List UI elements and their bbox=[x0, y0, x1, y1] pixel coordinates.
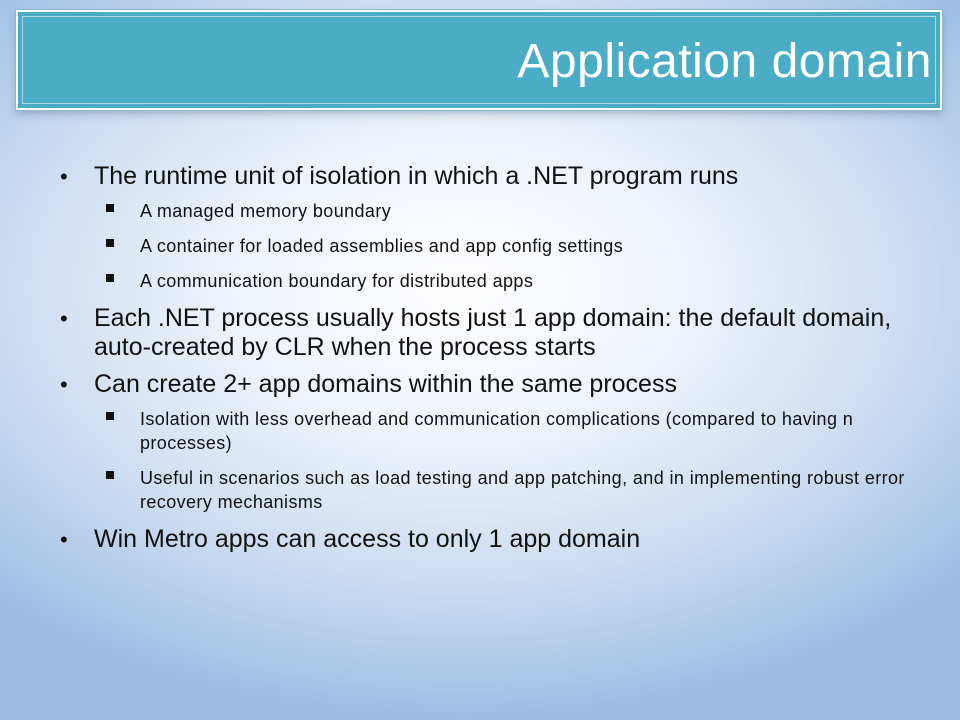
square-bullet-icon bbox=[106, 274, 114, 282]
sub-bullet-text: A communication boundary for distributed… bbox=[140, 271, 534, 291]
bullet-dot-icon: • bbox=[60, 372, 68, 397]
bullet-dot-icon: • bbox=[60, 527, 68, 552]
bullet-text: Win Metro apps can access to only 1 app … bbox=[94, 525, 641, 553]
bullet-item: • Can create 2+ app domains within the s… bbox=[60, 370, 920, 399]
bullet-dot-icon: • bbox=[60, 164, 68, 189]
square-bullet-icon bbox=[106, 471, 114, 479]
bullet-text: Can create 2+ app domains within the sam… bbox=[94, 370, 677, 398]
sub-bullet-item: A communication boundary for distributed… bbox=[60, 269, 920, 293]
bullet-list: • The runtime unit of isolation in which… bbox=[60, 162, 920, 562]
sub-bullet-text: Isolation with less overhead and communi… bbox=[140, 409, 854, 453]
bullet-text: The runtime unit of isolation in which a… bbox=[94, 162, 739, 190]
sub-bullet-item: Isolation with less overhead and communi… bbox=[60, 407, 920, 455]
bullet-text: Each .NET process usually hosts just 1 a… bbox=[94, 304, 892, 361]
bullet-item: • Win Metro apps can access to only 1 ap… bbox=[60, 525, 920, 554]
bullet-item: • The runtime unit of isolation in which… bbox=[60, 162, 920, 191]
square-bullet-icon bbox=[106, 204, 114, 212]
title-bar: Application domain bbox=[15, 9, 943, 111]
sub-bullet-text: Useful in scenarios such as load testing… bbox=[140, 468, 905, 512]
square-bullet-icon bbox=[106, 412, 114, 420]
sub-bullet-item: Useful in scenarios such as load testing… bbox=[60, 466, 920, 514]
sub-bullet-item: A container for loaded assemblies and ap… bbox=[60, 234, 920, 258]
slide-title: Application domain bbox=[517, 35, 932, 88]
sub-bullet-text: A managed memory boundary bbox=[140, 201, 392, 221]
title-bar-inner-border bbox=[22, 16, 936, 104]
sub-bullet-item: A managed memory boundary bbox=[60, 199, 920, 223]
bullet-item: • Each .NET process usually hosts just 1… bbox=[60, 304, 920, 362]
sub-bullet-text: A container for loaded assemblies and ap… bbox=[140, 236, 624, 256]
square-bullet-icon bbox=[106, 239, 114, 247]
bullet-dot-icon: • bbox=[60, 306, 68, 331]
